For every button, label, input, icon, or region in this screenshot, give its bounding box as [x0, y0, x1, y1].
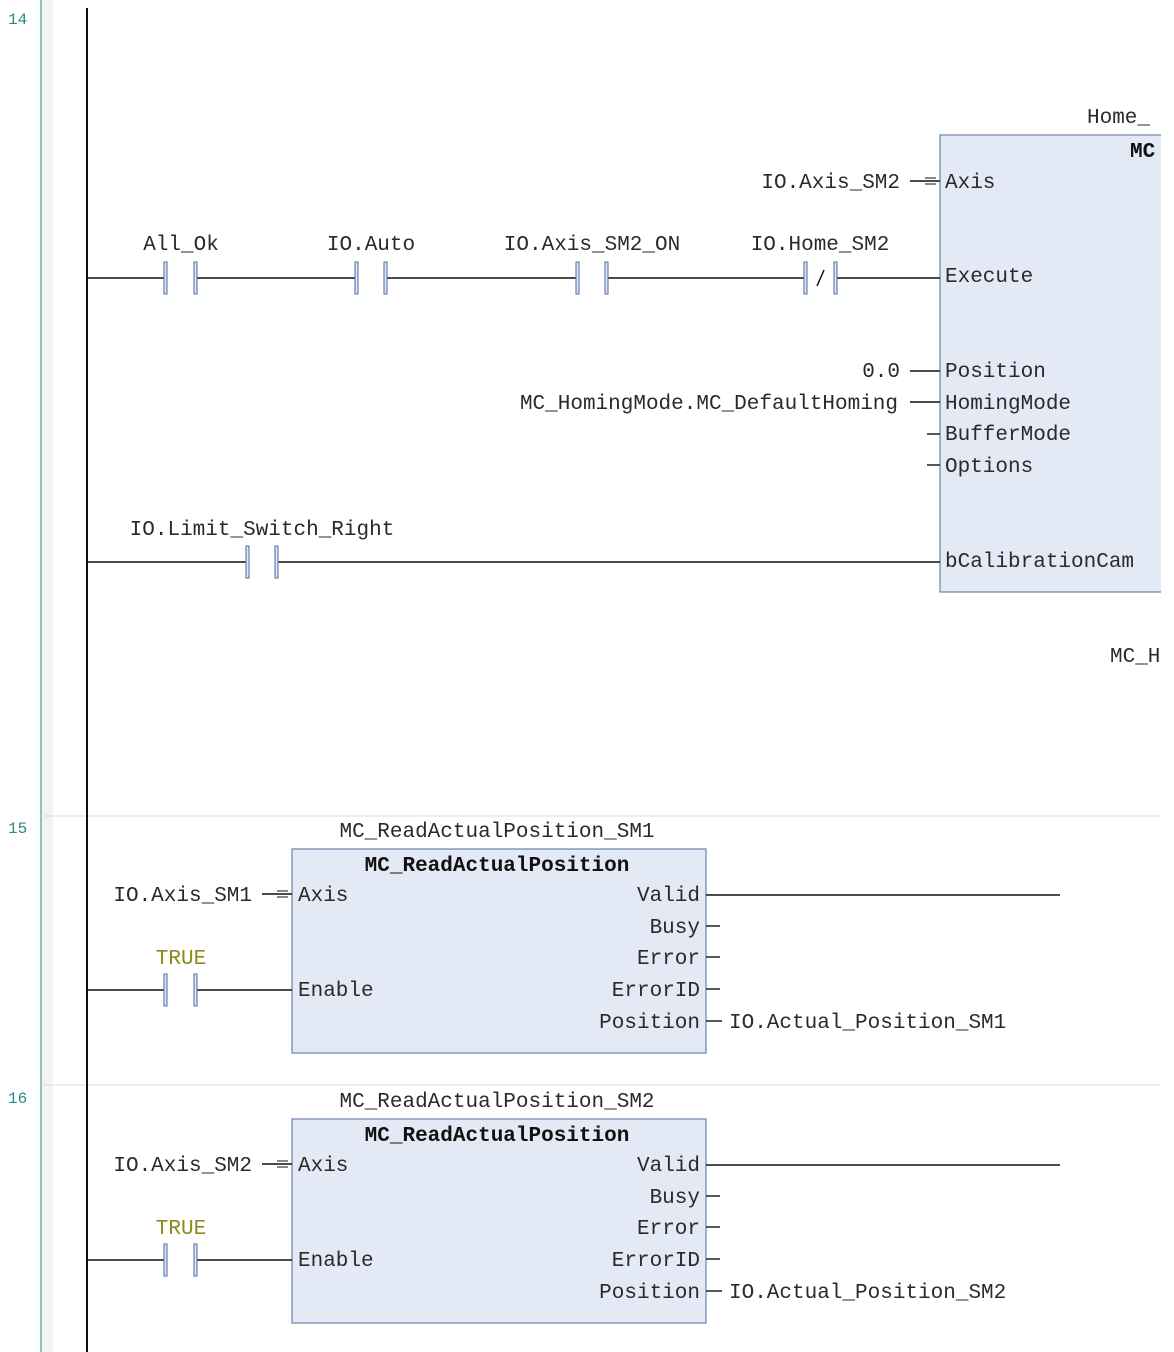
- contact-literal-true: TRUE: [156, 1218, 206, 1241]
- contact-label: IO.Home_SM2: [751, 234, 890, 257]
- pin-error: Error: [637, 1218, 700, 1241]
- contact-io-limit-switch-right[interactable]: [245, 545, 279, 579]
- axis-variable[interactable]: IO.Axis_SM1: [113, 885, 252, 908]
- homing-mode-value[interactable]: MC_HomingMode.MC_DefaultHoming: [520, 393, 898, 416]
- contact-label: All_Ok: [143, 234, 219, 257]
- fb-instance-name: MC_ReadActualPosition_SM1: [339, 821, 654, 844]
- pin-axis: Axis: [945, 172, 995, 195]
- pin-errorid: ErrorID: [612, 980, 700, 1003]
- fb-type-name: MC_ReadActualPosition: [365, 1125, 630, 1148]
- read-pos-sm1-block[interactable]: [291, 848, 707, 1054]
- contact-label: IO.Axis_SM2_ON: [504, 234, 680, 257]
- contact-io-home-sm2-negated[interactable]: [803, 261, 838, 295]
- pin-position: Position: [945, 361, 1046, 384]
- overflow-label: MC_H: [1110, 646, 1160, 669]
- pin-axis: Axis: [298, 1155, 348, 1178]
- contact-io-auto[interactable]: [354, 261, 388, 295]
- fb-instance-name: MC_ReadActualPosition_SM2: [339, 1091, 654, 1114]
- axis-variable[interactable]: IO.Axis_SM2: [761, 172, 900, 195]
- pin-error: Error: [637, 948, 700, 971]
- pin-valid: Valid: [637, 885, 700, 908]
- contact-true[interactable]: [163, 973, 198, 1007]
- pin-homing-mode: HomingMode: [945, 393, 1071, 416]
- pin-busy: Busy: [650, 917, 700, 940]
- contact-true[interactable]: [163, 1243, 198, 1277]
- reference-arrow-icon: [277, 1160, 288, 1168]
- position-output-variable[interactable]: IO.Actual_Position_SM2: [729, 1282, 1006, 1305]
- pin-enable: Enable: [298, 980, 374, 1003]
- home-fb-block[interactable]: [939, 134, 1174, 593]
- position-output-variable[interactable]: IO.Actual_Position_SM1: [729, 1012, 1006, 1035]
- network-16: MC_ReadActualPosition_SM2 MC_ReadActualP…: [87, 1091, 1060, 1324]
- pin-position: Position: [599, 1282, 700, 1305]
- read-pos-sm2-block[interactable]: [291, 1118, 707, 1324]
- home-fb-type: MC: [1130, 141, 1156, 164]
- pin-buffer-mode: BufferMode: [945, 424, 1071, 447]
- position-value[interactable]: 0.0: [862, 361, 900, 384]
- pin-enable: Enable: [298, 1250, 374, 1273]
- reference-arrow-icon: [925, 177, 936, 185]
- contact-all-ok[interactable]: [163, 261, 198, 295]
- home-fb-instance: Home_: [1087, 107, 1150, 130]
- network-number: 14: [8, 11, 27, 29]
- pin-position: Position: [599, 1012, 700, 1035]
- pin-errorid: ErrorID: [612, 1250, 700, 1273]
- pin-axis: Axis: [298, 885, 348, 908]
- axis-variable[interactable]: IO.Axis_SM2: [113, 1155, 252, 1178]
- gutter: [41, 0, 53, 1352]
- reference-arrow-icon: [277, 890, 288, 898]
- pin-calibration-cam: bCalibrationCam: [945, 551, 1134, 574]
- network-14: Home_ MC All_Ok IO.Auto IO.Axis_SM2_ON I…: [87, 107, 1174, 669]
- contact-label: IO.Auto: [327, 234, 415, 257]
- fb-type-name: MC_ReadActualPosition: [365, 855, 630, 878]
- contact-io-axis-sm2-on[interactable]: [575, 261, 609, 295]
- pin-options: Options: [945, 456, 1033, 479]
- network-number: 15: [8, 820, 27, 838]
- pin-busy: Busy: [650, 1187, 700, 1210]
- contact-label: IO.Limit_Switch_Right: [130, 519, 395, 542]
- network-15: MC_ReadActualPosition_SM1 MC_ReadActualP…: [87, 821, 1060, 1054]
- pin-valid: Valid: [637, 1155, 700, 1178]
- pin-execute: Execute: [945, 266, 1033, 289]
- contact-literal-true: TRUE: [156, 948, 206, 971]
- network-number: 16: [8, 1090, 27, 1108]
